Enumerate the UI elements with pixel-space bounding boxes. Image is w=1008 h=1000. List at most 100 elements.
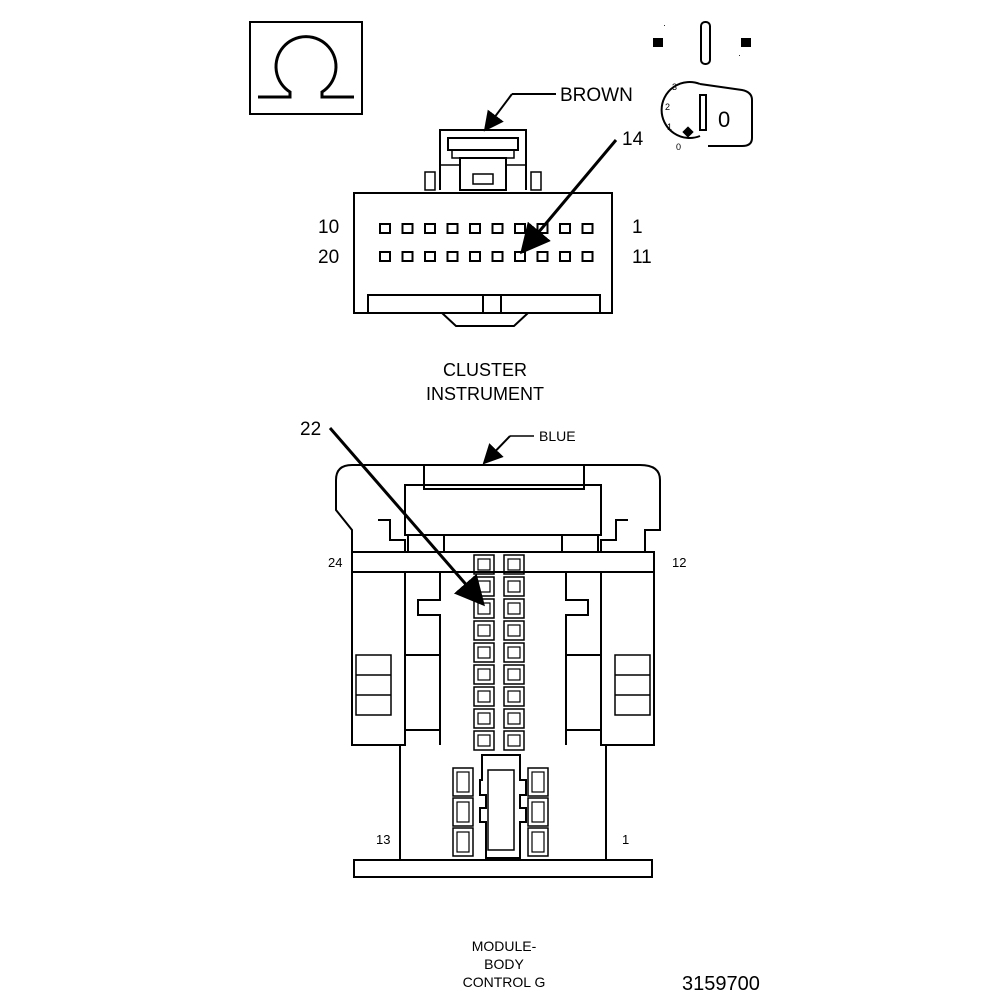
bcm-pin-cavity [503, 576, 525, 597]
bcm-pin-inner [477, 668, 491, 681]
bcm-pin-inner [477, 734, 491, 747]
bcm-lower-pin-inner [456, 771, 470, 793]
bcm-pin-cavity [473, 686, 495, 707]
bcm-pin-inner [477, 690, 491, 703]
bcm-pin-cavity [473, 708, 495, 729]
brown-color-callout: BROWN [483, 85, 633, 132]
bcm-name-line2: BODY [484, 956, 524, 972]
bcm-pin-cavity [473, 730, 495, 751]
bcm-pin-cavity [503, 642, 525, 663]
bcm-pin-inner [477, 602, 491, 615]
row2-left-number: 20 [318, 247, 339, 268]
bcm-pin-inner [507, 580, 521, 593]
cluster-pin-cavity [536, 251, 549, 262]
key-position-0: 0 [676, 142, 681, 152]
bcm-pin-cavity [503, 554, 525, 575]
cluster-pin-cavity [581, 251, 594, 262]
cluster-pin-cavity [424, 251, 436, 262]
cluster-pin-cavity [559, 223, 571, 234]
bcm-pin-inner [507, 558, 521, 571]
pin-22-callout: 22 [300, 419, 485, 607]
bcm-pin-inner [477, 646, 491, 659]
blue-label: BLUE [539, 428, 576, 444]
cluster-pin-cavity [514, 251, 526, 262]
bcm-lower-pin-inner [531, 801, 545, 823]
row1-right-number: 1 [632, 217, 643, 238]
cluster-pin-cavity [424, 223, 436, 234]
bcm-pin-cavity [473, 598, 495, 619]
cluster-pin-cavity [446, 223, 459, 234]
bcm-pin-inner [507, 712, 521, 725]
bcm-pin-cavity [473, 664, 495, 685]
row1-left-number: 10 [318, 217, 339, 238]
bcm-pin-cavity [503, 620, 525, 641]
pin-22-label: 22 [300, 419, 321, 440]
lower-left-number: 13 [376, 832, 390, 847]
cluster-pin-cavity [469, 251, 481, 262]
bcm-pin-inner [507, 668, 521, 681]
cluster-pin-cavity [491, 223, 504, 234]
bcm-lower-pin-cavity [452, 827, 474, 857]
bcm-pin-inner [507, 646, 521, 659]
blue-color-callout: BLUE [482, 428, 576, 465]
cluster-pin-cavity [469, 223, 481, 234]
bcm-lower-pin-cavity [527, 797, 549, 827]
key-position-1: 1 [667, 122, 672, 132]
connector-view-symbol [249, 21, 363, 115]
row2-right-number: 11 [632, 247, 652, 268]
figure-id: 3159700 [682, 973, 760, 995]
bcm-pin-cavity [503, 708, 525, 729]
bcm-pin-cavity [503, 686, 525, 707]
upper-right-number: 12 [672, 555, 686, 570]
bcm-lower-pin-cavity [452, 797, 474, 827]
bcm-pin-cavity [473, 576, 495, 597]
cluster-pin-cavities [379, 223, 594, 262]
bcm-pin-cavity [503, 598, 525, 619]
pin-14-callout: 14 [520, 129, 644, 255]
bcm-name-line3: CONTROL G [463, 974, 546, 990]
bcm-lower-pin-inner [531, 771, 545, 793]
key-position-3: 3 [672, 82, 677, 92]
cluster-name-line1: CLUSTER [443, 360, 527, 380]
key-position-2: 2 [665, 102, 670, 112]
bcm-pin-inner [477, 624, 491, 637]
svg-text:·: · [663, 20, 666, 30]
bcm-pin-cavity [503, 664, 525, 685]
bcm-pin-inner [507, 602, 521, 615]
bcm-pin-inner [507, 690, 521, 703]
bcm-pin-inner [507, 734, 521, 747]
bcm-pin-cavity [473, 620, 495, 641]
bcm-pin-inner [507, 624, 521, 637]
cluster-pin-cavity [401, 223, 414, 234]
cluster-pin-cavity [514, 223, 526, 234]
cluster-pin-cavity [581, 223, 594, 234]
bcm-lower-pin-inner [531, 831, 545, 853]
pin-14-label: 14 [622, 129, 644, 150]
key-label: 0 [718, 107, 730, 132]
bcm-pin-cavities [452, 554, 549, 857]
bcm-lower-pin-cavity [527, 767, 549, 797]
cluster-pin-cavity [379, 251, 391, 262]
body-control-module-connector [335, 464, 661, 878]
cluster-pin-cavity [379, 223, 391, 234]
cluster-name-line2: INSTRUMENT [426, 384, 544, 404]
bcm-lower-pin-cavity [452, 767, 474, 797]
cluster-pin-cavity [401, 251, 414, 262]
bcm-pin-inner [477, 712, 491, 725]
bcm-pin-inner [477, 558, 491, 571]
cluster-pin-cavity [491, 251, 504, 262]
upper-left-number: 24 [328, 555, 342, 570]
cluster-pin-cavity [446, 251, 459, 262]
cluster-instrument-connector [353, 129, 613, 327]
bcm-pin-cavity [473, 642, 495, 663]
bcm-lower-pin-inner [456, 831, 470, 853]
lower-right-number: 1 [622, 832, 629, 847]
bcm-pin-cavity [503, 730, 525, 751]
brown-label: BROWN [560, 85, 633, 106]
bcm-pin-inner [477, 580, 491, 593]
bcm-name-line1: MODULE- [472, 938, 537, 954]
key-switch-icon: · · 3 2 1 0 0 [653, 20, 753, 152]
svg-text:·: · [738, 50, 741, 60]
bcm-lower-pin-cavity [527, 827, 549, 857]
